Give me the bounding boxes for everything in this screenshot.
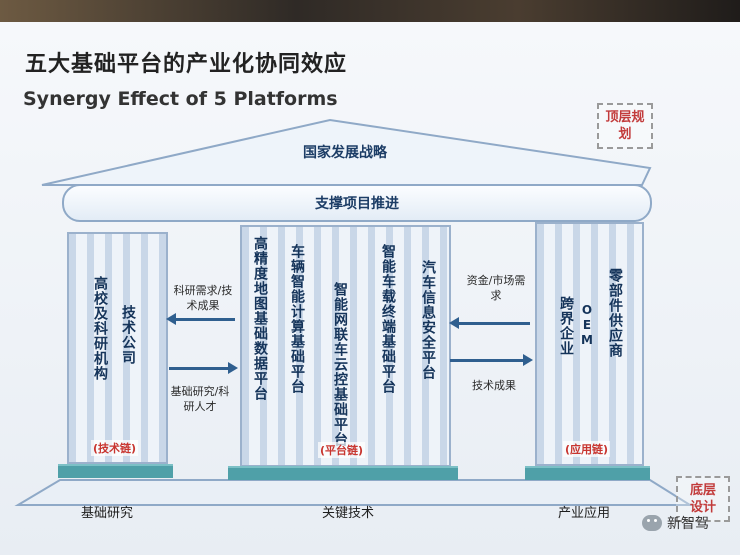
left-column-tech-companies: 技术公司: [118, 305, 138, 365]
right-column-suppliers: 零部件供应商: [605, 268, 625, 358]
mid-column-terminal: 智能车载终端基础平台: [378, 244, 398, 394]
mid-column-hd-map: 高精度地图基础数据平台: [250, 236, 270, 401]
right-top-arrow: [458, 322, 530, 325]
wechat-icon: [642, 515, 662, 531]
left-top-arrow-label: 科研需求/技术成果: [172, 283, 234, 313]
left-bottom-arrow-label: 基础研究/科研人才: [168, 384, 232, 414]
mid-column-computing: 车辆智能计算基础平台: [287, 244, 307, 394]
right-bottom-arrow-label: 技术成果: [466, 378, 522, 393]
watermark-text: 新智驾: [667, 513, 709, 533]
left-column-universities: 高校及科研机构: [90, 276, 110, 381]
floor-label-industrial-application: 产业应用: [558, 502, 610, 521]
mid-column-cloud-control: 智能网联车云控基础平台: [330, 282, 350, 447]
watermark: 新智驾: [642, 513, 709, 533]
right-top-arrow-label: 资金/市场需求: [463, 273, 529, 303]
right-bottom-arrow: [450, 359, 524, 362]
left-bottom-arrow: [169, 367, 229, 370]
left-top-arrow: [175, 318, 235, 321]
mid-pillar-tag: (平台链): [318, 442, 365, 458]
right-column-crossover: 跨界企业: [556, 296, 576, 356]
pillar-base-mid: [228, 466, 458, 480]
right-column-oem: OEM: [580, 303, 594, 348]
roof-label: 国家发展战略: [0, 142, 690, 162]
left-pillar-tag: (技术链): [91, 440, 138, 456]
pillar-base-right: [525, 466, 650, 480]
right-pillar-tag: (应用链): [563, 441, 610, 457]
support-beam: 支撑项目推进: [62, 184, 652, 222]
beam-label: 支撑项目推进: [315, 193, 399, 213]
pillar-base-left: [58, 464, 173, 478]
floor-label-basic-research: 基础研究: [81, 502, 133, 521]
mid-column-security: 汽车信息安全平台: [418, 260, 438, 380]
floor-label-key-technology: 关键技术: [322, 502, 374, 521]
